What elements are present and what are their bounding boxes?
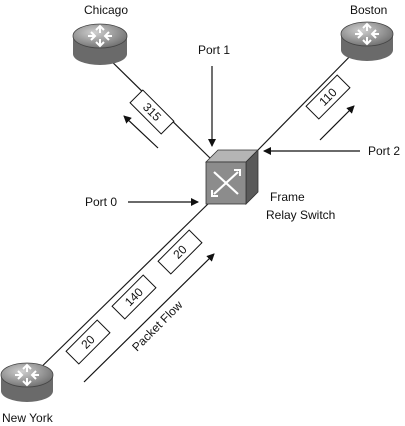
new-york-label: New York bbox=[2, 411, 54, 425]
link-boston-switch bbox=[257, 43, 363, 151]
frame-relay-switch-icon bbox=[205, 149, 259, 205]
router-arrows-icon bbox=[355, 22, 379, 46]
switch-label-line1: Frame bbox=[270, 190, 305, 204]
frame-boston: 110 bbox=[305, 74, 351, 120]
router-boston bbox=[340, 21, 394, 61]
packet-flow-arrow bbox=[83, 253, 215, 383]
frame-newyork-2: 140 bbox=[111, 274, 157, 320]
port1-label: Port 1 bbox=[198, 43, 230, 57]
frame-newyork-1: 20 bbox=[65, 319, 111, 365]
router-arrows-icon bbox=[15, 363, 39, 387]
boston-direction-arrow bbox=[319, 105, 355, 141]
chicago-direction-arrow bbox=[123, 115, 159, 149]
router-arrows-icon bbox=[88, 24, 112, 48]
chicago-label: Chicago bbox=[84, 3, 128, 17]
router-chicago bbox=[72, 23, 128, 65]
port2-label: Port 2 bbox=[368, 144, 400, 158]
frame-newyork-3: 20 bbox=[157, 229, 203, 275]
boston-label: Boston bbox=[350, 3, 387, 17]
port0-label: Port 0 bbox=[85, 195, 117, 209]
switch-label-line2: Relay Switch bbox=[266, 208, 335, 222]
link-newyork-switch bbox=[27, 199, 213, 381]
router-new-york bbox=[0, 362, 54, 402]
